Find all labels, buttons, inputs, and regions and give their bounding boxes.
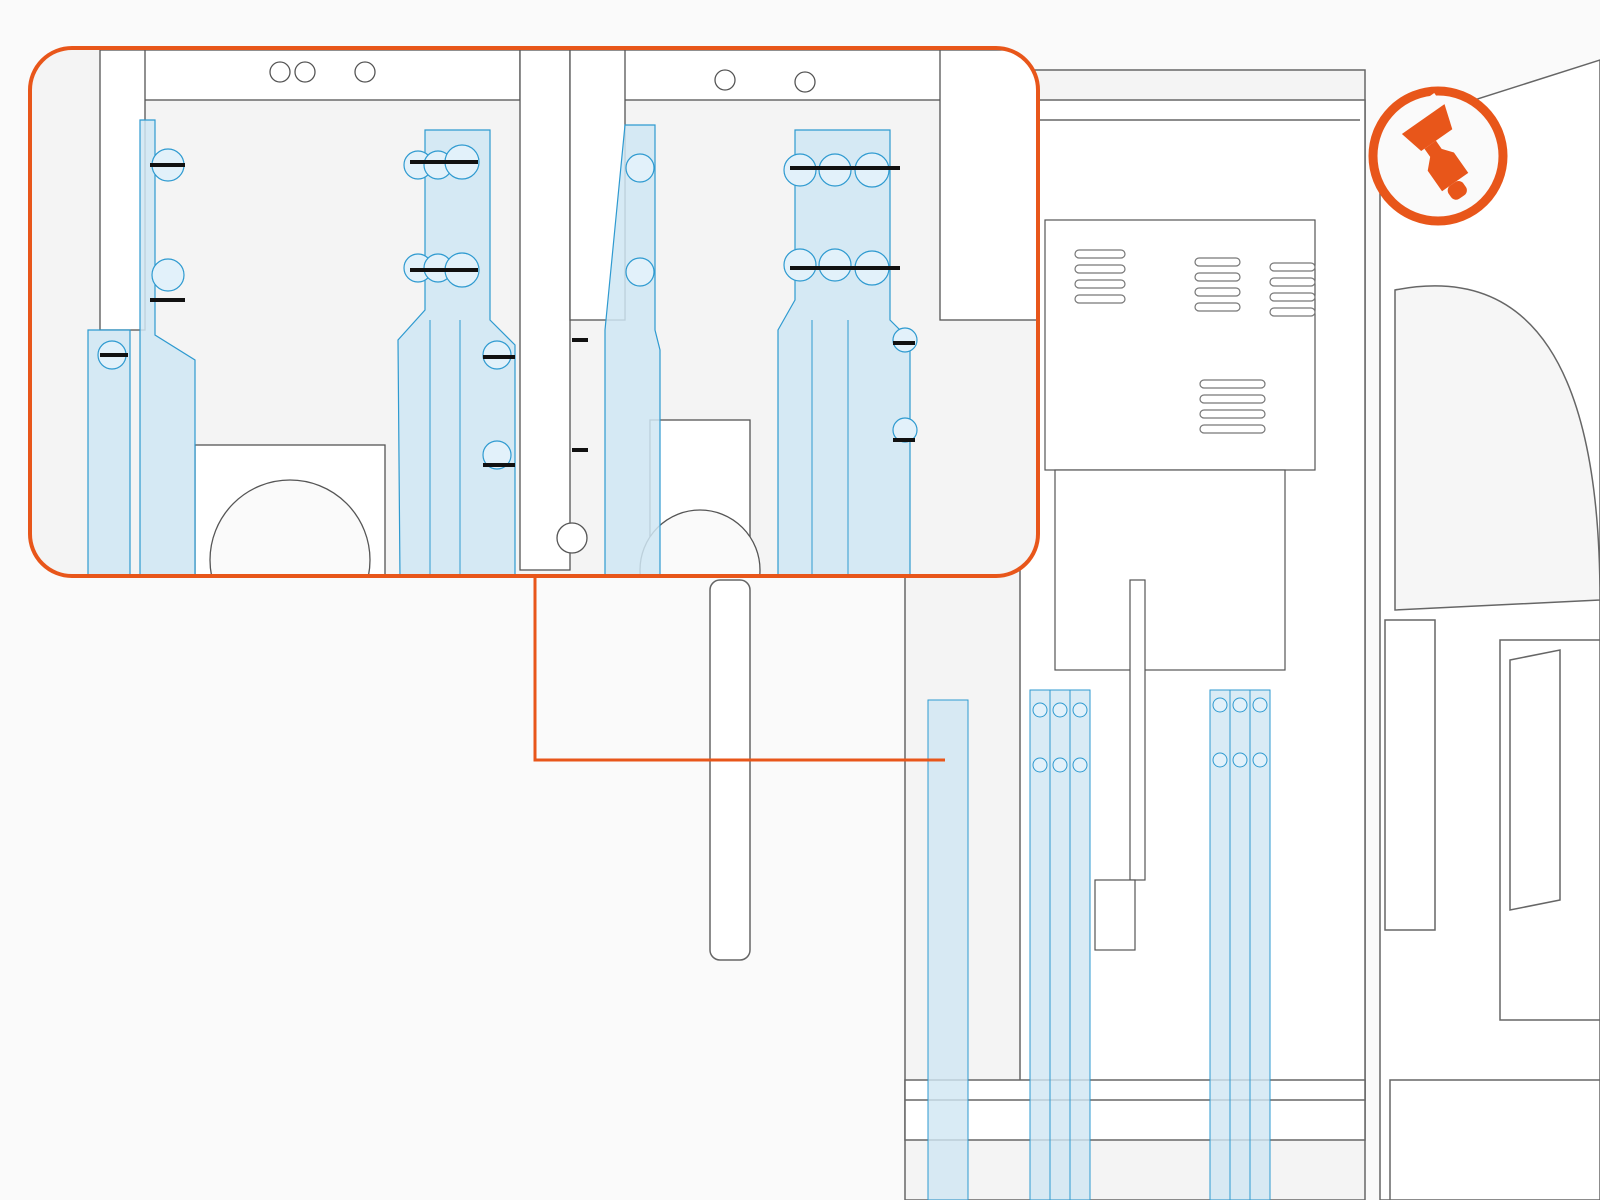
power-module — [1044, 219, 1316, 951]
callout-leader-line — [533, 578, 945, 762]
callout-frame — [28, 46, 1040, 578]
socket-wrench-tool-icon — [1368, 86, 1508, 226]
busbar-nuts — [1032, 697, 1268, 773]
busbars-main — [927, 689, 1271, 1200]
magnified-detail-panel — [28, 46, 1040, 578]
